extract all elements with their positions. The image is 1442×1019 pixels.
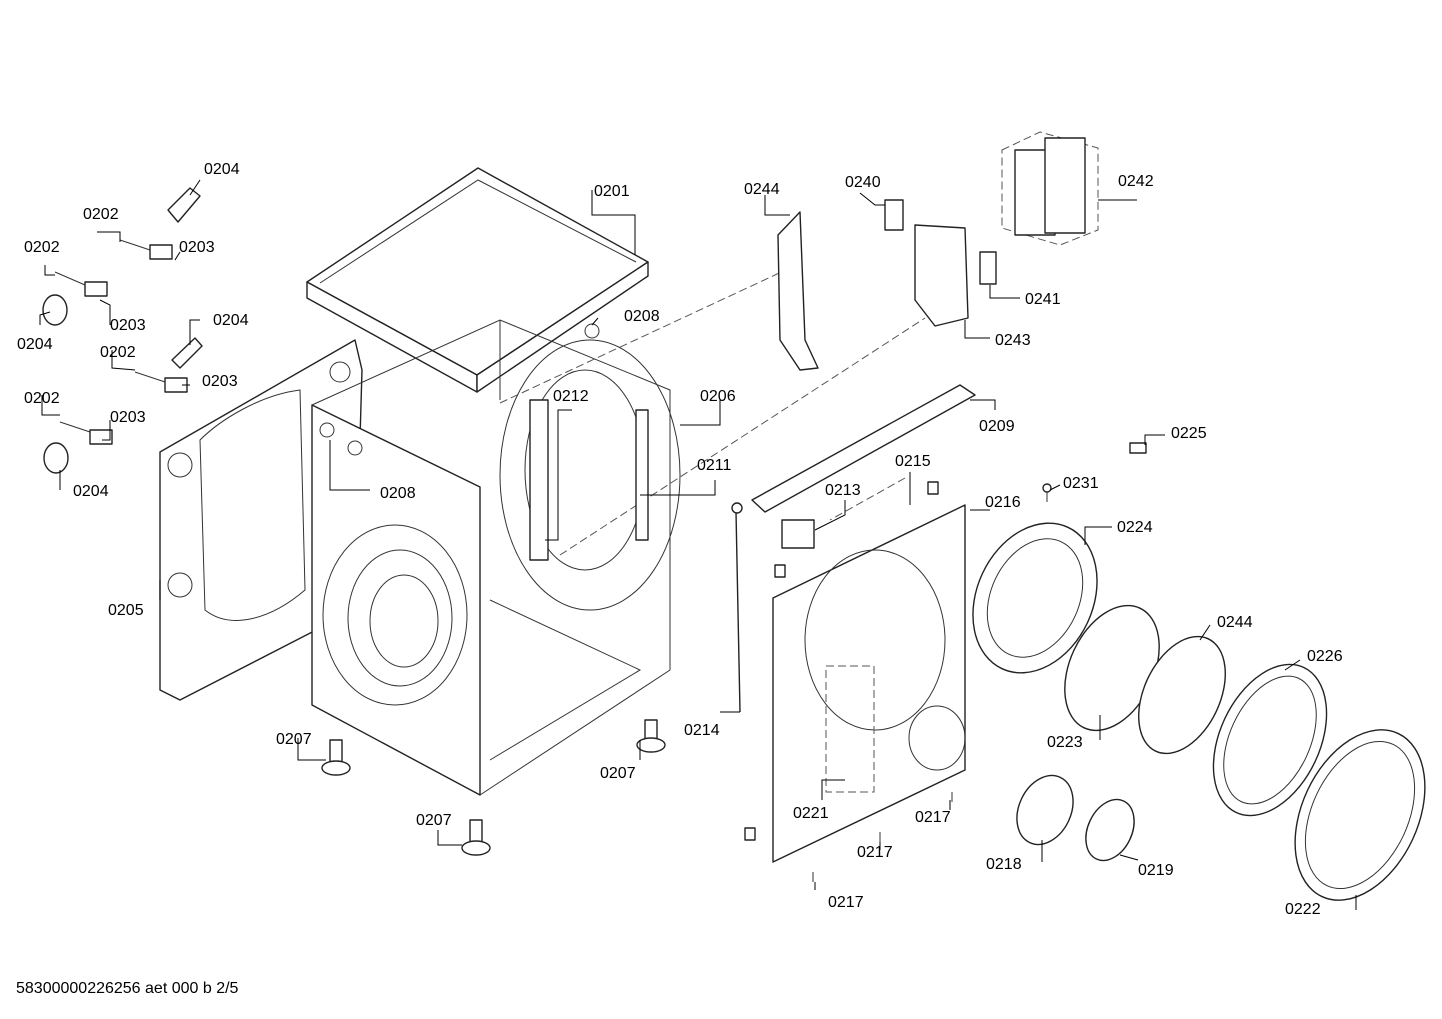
- label-0217c[interactable]: 0217: [828, 894, 864, 911]
- label-0203a[interactable]: 0203: [179, 239, 215, 256]
- label-0225[interactable]: 0225: [1171, 425, 1207, 442]
- label-0213[interactable]: 0213: [825, 482, 861, 499]
- label-0231[interactable]: 0231: [1063, 475, 1099, 492]
- label-0226[interactable]: 0226: [1307, 648, 1343, 665]
- label-0209[interactable]: 0209: [979, 418, 1015, 435]
- label-0206[interactable]: 0206: [700, 388, 736, 405]
- screws-and-clips[interactable]: [744, 442, 1147, 882]
- foot-part-2[interactable]: [636, 719, 666, 753]
- crossbar-part[interactable]: [751, 384, 976, 513]
- door-lock-part[interactable]: [1006, 766, 1143, 868]
- label-0242[interactable]: 0242: [1118, 173, 1154, 190]
- label-0203d[interactable]: 0203: [110, 409, 146, 426]
- label-0217b[interactable]: 0217: [857, 844, 893, 861]
- electronic-module-part[interactable]: [1001, 131, 1099, 246]
- label-0207b[interactable]: 0207: [600, 765, 636, 782]
- label-0218[interactable]: 0218: [986, 856, 1022, 873]
- label-0223[interactable]: 0223: [1047, 734, 1083, 751]
- leader-lines: [39, 179, 1357, 910]
- control-module-parts[interactable]: [884, 199, 997, 327]
- label-0224[interactable]: 0224: [1117, 519, 1153, 536]
- label-0201[interactable]: 0201: [594, 183, 630, 200]
- label-0203c[interactable]: 0203: [202, 373, 238, 390]
- foot-part-3[interactable]: [461, 819, 491, 856]
- label-0243[interactable]: 0243: [995, 332, 1031, 349]
- label-0215[interactable]: 0215: [895, 453, 931, 470]
- top-cover-part[interactable]: [306, 167, 649, 393]
- label-0207c[interactable]: 0207: [416, 812, 452, 829]
- mounting-parts[interactable]: [42, 187, 203, 474]
- label-0205[interactable]: 0205: [108, 602, 144, 619]
- alignment-lines: [499, 267, 926, 556]
- label-0208a[interactable]: 0208: [624, 308, 660, 325]
- label-0241[interactable]: 0241: [1025, 291, 1061, 308]
- label-0207a[interactable]: 0207: [276, 731, 312, 748]
- inner-bracket-part[interactable]: [529, 399, 649, 561]
- document-code: 58300000226256 aet 000 b 2/5: [16, 980, 239, 997]
- label-0244b[interactable]: 0244: [1217, 614, 1253, 631]
- label-0208b[interactable]: 0208: [380, 485, 416, 502]
- label-0222[interactable]: 0222: [1285, 901, 1321, 918]
- label-0240[interactable]: 0240: [845, 174, 881, 191]
- label-0204d[interactable]: 0204: [73, 483, 109, 500]
- label-0221[interactable]: 0221: [793, 805, 829, 822]
- door-ring-parts[interactable]: [949, 503, 1442, 921]
- label-0214[interactable]: 0214: [684, 722, 720, 739]
- label-0203b[interactable]: 0203: [110, 317, 146, 334]
- label-0202d[interactable]: 0202: [24, 390, 60, 407]
- label-0202c[interactable]: 0202: [100, 344, 136, 361]
- label-0204a[interactable]: 0204: [204, 161, 240, 178]
- label-0202a[interactable]: 0202: [83, 206, 119, 223]
- cabinet-frame-part[interactable]: [311, 319, 681, 796]
- label-0211[interactable]: 0211: [697, 457, 732, 474]
- rod-part[interactable]: [731, 502, 743, 713]
- label-0216[interactable]: 0216: [985, 494, 1021, 511]
- label-0204c[interactable]: 0204: [213, 312, 249, 329]
- part-labels: 0201 0202 0203 0204 0202 0203 0204 0204 …: [17, 161, 1343, 918]
- label-0202b[interactable]: 0202: [24, 239, 60, 256]
- label-0244a[interactable]: 0244: [744, 181, 780, 198]
- foot-part-1[interactable]: [321, 739, 351, 776]
- switch-module-part[interactable]: [781, 519, 815, 549]
- label-0204b[interactable]: 0204: [17, 336, 53, 353]
- label-0217a[interactable]: 0217: [915, 809, 951, 826]
- front-panel-part[interactable]: [772, 504, 966, 863]
- label-0212[interactable]: 0212: [553, 388, 589, 405]
- label-0219[interactable]: 0219: [1138, 862, 1174, 879]
- vertical-bracket-part[interactable]: [777, 211, 819, 371]
